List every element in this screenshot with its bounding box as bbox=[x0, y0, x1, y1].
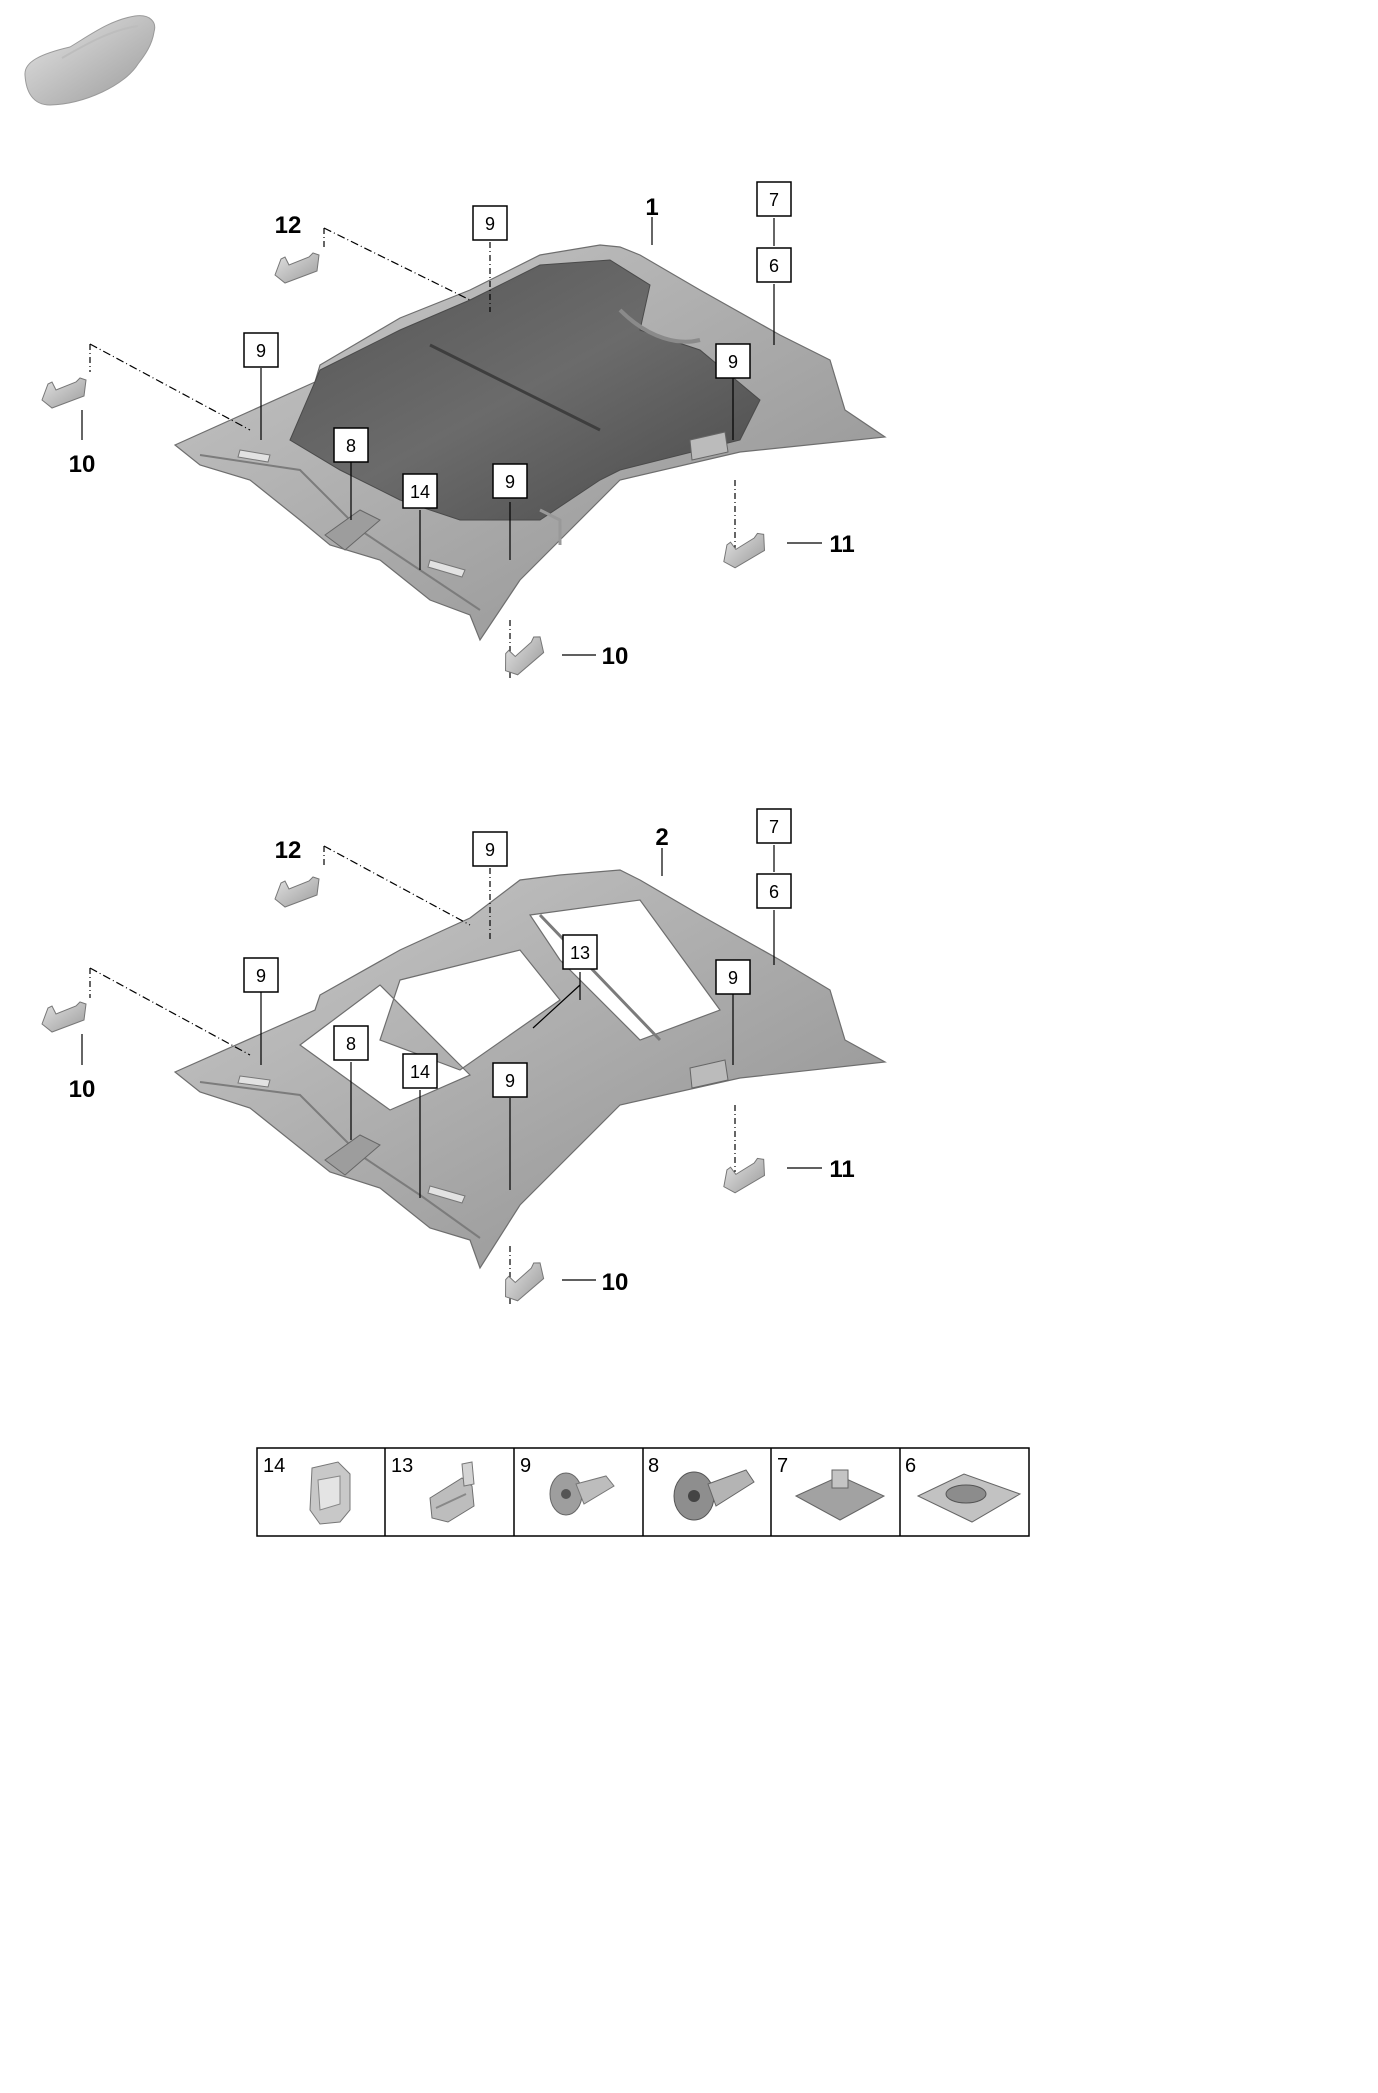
headliner-view-2 bbox=[173, 869, 887, 1270]
label-12-view-1: 12 bbox=[275, 212, 302, 239]
leader-lines-view-2 bbox=[81, 845, 822, 1306]
grab-handle-10-left-view-2 bbox=[41, 1001, 87, 1033]
svg-text:13: 13 bbox=[391, 1455, 413, 1477]
legend-cell-8: 8 bbox=[648, 1455, 755, 1521]
callout-6-view-2: 6 bbox=[756, 873, 792, 909]
grab-handle-10-bottom-view-1 bbox=[497, 634, 551, 679]
svg-text:8: 8 bbox=[346, 436, 356, 456]
legend-cell-7: 7 bbox=[777, 1455, 886, 1521]
legend-cell-13: 13 bbox=[391, 1455, 475, 1523]
svg-text:13: 13 bbox=[570, 943, 590, 963]
callout-9-top-view-2: 9 bbox=[472, 831, 508, 867]
callout-9-front-view-1: 9 bbox=[492, 463, 528, 499]
grab-handle-10-bottom-view-2 bbox=[497, 1260, 551, 1305]
callout-13-view-2: 13 bbox=[562, 934, 598, 970]
svg-text:9: 9 bbox=[728, 968, 738, 988]
svg-text:9: 9 bbox=[256, 341, 266, 361]
car-silhouette-icon bbox=[24, 15, 156, 106]
grab-handle-12-view-2 bbox=[274, 876, 320, 908]
callout-9-top-view-1: 9 bbox=[472, 205, 508, 241]
flange-screw-icon bbox=[673, 1469, 755, 1521]
svg-text:9: 9 bbox=[485, 214, 495, 234]
callout-9-left-view-1: 9 bbox=[243, 332, 279, 368]
svg-text:14: 14 bbox=[410, 482, 430, 502]
label-10-left-view-2: 10 bbox=[69, 1076, 96, 1103]
callout-14-view-2: 14 bbox=[402, 1053, 438, 1089]
callout-9-left-view-2: 9 bbox=[243, 957, 279, 993]
svg-text:8: 8 bbox=[648, 1455, 659, 1477]
clip-bracket-icon bbox=[309, 1461, 351, 1525]
svg-text:6: 6 bbox=[769, 882, 779, 902]
svg-text:9: 9 bbox=[505, 1071, 515, 1091]
legend-cell-6: 6 bbox=[905, 1455, 1022, 1523]
grab-handle-11-view-2 bbox=[719, 1156, 770, 1196]
retainer-bracket-icon bbox=[429, 1461, 475, 1523]
callout-8-view-2: 8 bbox=[333, 1025, 369, 1061]
callout-8-view-1: 8 bbox=[333, 427, 369, 463]
label-11-view-2: 11 bbox=[829, 1156, 854, 1183]
label-10-bottom-view-2: 10 bbox=[602, 1269, 629, 1296]
label-11-view-1: 11 bbox=[829, 531, 854, 558]
svg-text:6: 6 bbox=[769, 256, 779, 276]
svg-text:6: 6 bbox=[905, 1455, 916, 1477]
grab-handle-11-view-1 bbox=[719, 531, 770, 571]
callout-7-view-2: 7 bbox=[756, 808, 792, 844]
parts-diagram: 1 12 10 10 11 9 9 9 9 8 14 7 6 bbox=[24, 15, 1030, 1537]
pyramid-nut-pad-icon bbox=[794, 1469, 886, 1521]
leader-lines-view-1 bbox=[81, 217, 822, 680]
callout-14-view-1: 14 bbox=[402, 473, 438, 509]
callout-9-right-view-1: 9 bbox=[715, 343, 751, 379]
label-12-view-2: 12 bbox=[275, 837, 302, 864]
legend-cell-9: 9 bbox=[520, 1455, 615, 1516]
svg-text:9: 9 bbox=[520, 1455, 531, 1477]
callout-9-front-view-2: 9 bbox=[492, 1062, 528, 1098]
part-number-2: 2 bbox=[655, 824, 668, 851]
label-10-bottom-view-1: 10 bbox=[602, 643, 629, 670]
callout-6-view-1: 6 bbox=[756, 247, 792, 283]
svg-text:7: 7 bbox=[769, 190, 779, 210]
callout-9-right-view-2: 9 bbox=[715, 959, 751, 995]
headliner-view-1 bbox=[173, 244, 887, 642]
grab-handle-12-view-1 bbox=[274, 252, 320, 284]
svg-text:9: 9 bbox=[485, 840, 495, 860]
svg-text:7: 7 bbox=[777, 1455, 788, 1477]
svg-text:9: 9 bbox=[256, 966, 266, 986]
grab-handle-10-left-view-1 bbox=[41, 377, 87, 409]
parts-legend: 14 13 9 8 bbox=[256, 1447, 1030, 1537]
headliner-2-shape bbox=[173, 869, 887, 1270]
label-10-left-view-1: 10 bbox=[69, 451, 96, 478]
callout-7-view-1: 7 bbox=[756, 181, 792, 217]
part-number-1: 1 bbox=[645, 194, 658, 221]
round-pad-icon bbox=[916, 1473, 1022, 1523]
svg-text:8: 8 bbox=[346, 1034, 356, 1054]
svg-text:14: 14 bbox=[410, 1062, 430, 1082]
legend-cell-14: 14 bbox=[263, 1455, 351, 1525]
svg-text:9: 9 bbox=[505, 472, 515, 492]
svg-text:7: 7 bbox=[769, 817, 779, 837]
screw-icon bbox=[549, 1472, 615, 1516]
svg-text:14: 14 bbox=[263, 1455, 285, 1477]
svg-text:9: 9 bbox=[728, 352, 738, 372]
